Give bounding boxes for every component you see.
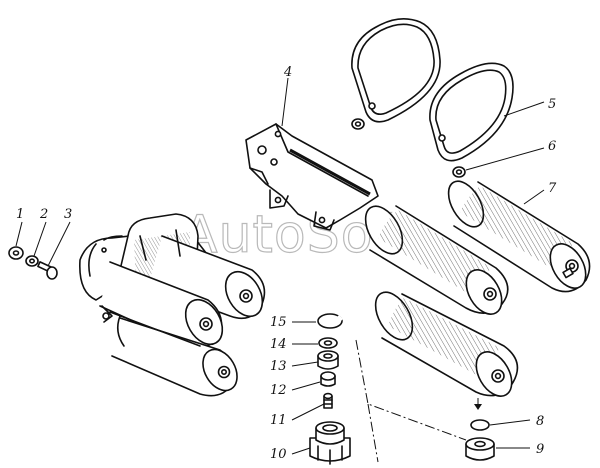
valve-12 bbox=[320, 371, 336, 387]
strap-lower bbox=[429, 62, 514, 162]
leader-lines bbox=[15, 77, 545, 455]
axis-line bbox=[355, 339, 467, 441]
nut-6 bbox=[452, 166, 466, 178]
axis-line-lower bbox=[367, 403, 379, 463]
callout-4: 4 bbox=[283, 65, 292, 80]
mounting-bracket bbox=[245, 123, 379, 231]
callout-13: 13 bbox=[270, 359, 287, 374]
nut-9 bbox=[465, 437, 495, 461]
o-ring-8 bbox=[470, 419, 490, 431]
nut-1 bbox=[8, 246, 24, 260]
callout-11: 11 bbox=[270, 413, 287, 428]
callout-9: 9 bbox=[536, 442, 544, 457]
filter-assembly bbox=[79, 213, 266, 397]
snap-ring-15 bbox=[317, 313, 344, 329]
callout-15: 15 bbox=[270, 315, 287, 330]
washer-14 bbox=[318, 337, 338, 349]
fitting-11 bbox=[323, 392, 333, 409]
bolt-3 bbox=[37, 261, 58, 280]
nut-6-upper bbox=[351, 118, 365, 130]
callout-14: 14 bbox=[270, 337, 287, 352]
filter-lower bbox=[374, 291, 519, 410]
callout-2: 2 bbox=[39, 207, 48, 222]
callout-3: 3 bbox=[64, 207, 72, 222]
callout-10: 10 bbox=[270, 447, 287, 462]
callout-7: 7 bbox=[548, 181, 557, 196]
spring-seat-13 bbox=[317, 350, 339, 370]
filter-upper-right bbox=[447, 180, 591, 293]
callout-6: 6 bbox=[548, 139, 556, 154]
washer-2 bbox=[25, 255, 39, 267]
callout-5: 5 bbox=[548, 97, 556, 112]
callout-8: 8 bbox=[536, 414, 544, 429]
strap-upper bbox=[351, 18, 441, 123]
filter-center bbox=[364, 205, 509, 315]
callout-12: 12 bbox=[270, 383, 287, 398]
callout-1: 1 bbox=[16, 207, 24, 222]
union-10 bbox=[309, 421, 351, 465]
